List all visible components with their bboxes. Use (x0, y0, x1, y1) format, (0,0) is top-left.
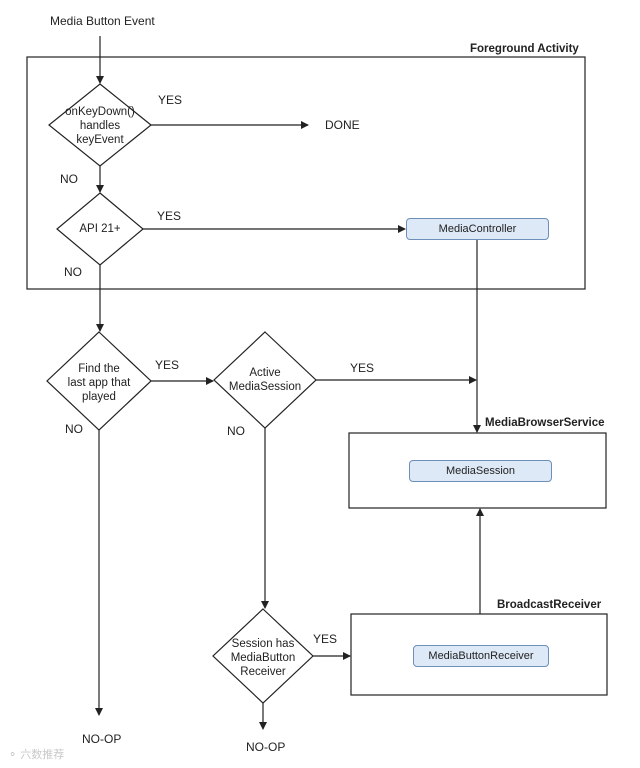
active-session-line-2: MediaSession (228, 381, 302, 393)
api21-line-1: API 21+ (79, 223, 121, 235)
start-label: Media Button Event (50, 14, 155, 28)
no-label-api21: NO (64, 265, 82, 279)
session-has-line-3: Receiver (240, 666, 286, 678)
watermark-text: 六数推荐 (20, 749, 65, 761)
no-label-last-app: NO (65, 422, 83, 436)
watermark-logo-icon: ⚬ (8, 749, 18, 761)
foreground-activity-container (26, 56, 586, 290)
last-app-line-3: played (82, 391, 116, 403)
noop-terminal-bottom: NO-OP (246, 740, 286, 754)
onkeydown-decision-text: onKeyDown() handles keyEvent (44, 105, 156, 147)
yes-label-onkeydown: YES (158, 93, 183, 107)
media-button-receiver-node: MediaButtonReceiver (413, 645, 549, 667)
api21-decision-text: API 21+ (60, 222, 140, 236)
yes-label-last-app: YES (155, 358, 180, 372)
done-terminal: DONE (325, 118, 360, 132)
last-app-decision-text: Find the last app that played (49, 362, 149, 404)
noop-terminal-left: NO-OP (82, 732, 122, 746)
active-session-line-1: Active (249, 367, 281, 379)
session-has-decision-text: Session has MediaButton Receiver (218, 637, 308, 679)
yes-label-session-has: YES (313, 632, 338, 646)
active-session-decision-text: Active MediaSession (220, 366, 310, 394)
media-controller-node: MediaController (406, 218, 549, 240)
last-app-line-2: last app that (67, 377, 131, 389)
no-label-active-session: NO (227, 424, 245, 438)
watermark: ⚬ 六数推荐 (8, 746, 64, 762)
session-has-line-1: Session has (231, 638, 295, 650)
no-label-onkeydown: NO (60, 172, 78, 186)
onkeydown-line-2: handles (79, 120, 121, 132)
media-browser-service-title: MediaBrowserService (485, 417, 605, 429)
foreground-activity-title: Foreground Activity (470, 43, 579, 55)
broadcast-receiver-title: BroadcastReceiver (497, 599, 602, 611)
broadcast-receiver-container (350, 613, 608, 696)
media-session-node: MediaSession (409, 460, 552, 482)
onkeydown-line-1: onKeyDown() (65, 106, 135, 118)
session-has-line-2: MediaButton (230, 652, 296, 664)
last-app-line-1: Find the (78, 363, 120, 375)
yes-label-active-session: YES (350, 361, 375, 375)
onkeydown-line-3: keyEvent (76, 134, 124, 146)
yes-label-api21: YES (157, 209, 182, 223)
